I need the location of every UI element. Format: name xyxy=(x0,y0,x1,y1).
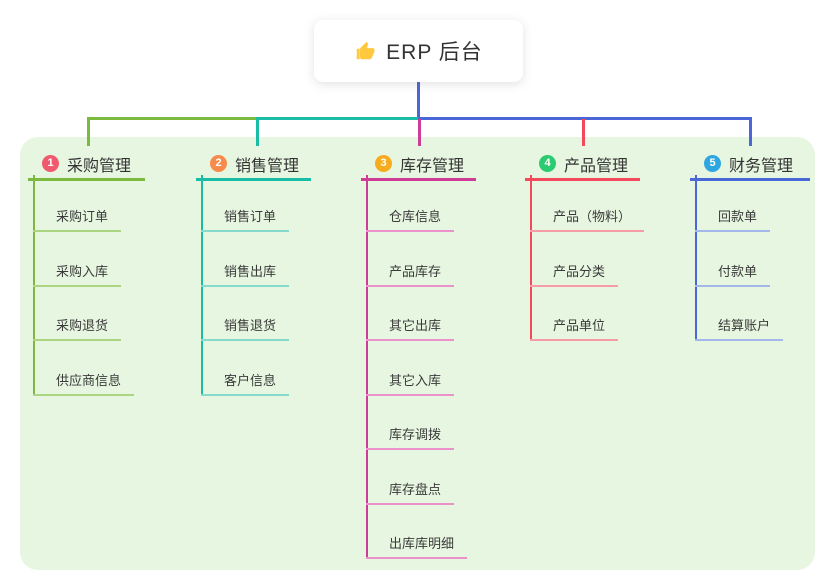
child-node-label: 回款单 xyxy=(718,209,758,225)
child-node-label: 出库库明细 xyxy=(389,536,455,552)
child-node-label: 其它入库 xyxy=(389,373,442,389)
branch-trunk-line-4 xyxy=(530,175,532,341)
child-node[interactable]: 供应商信息 xyxy=(33,362,135,396)
bus-segment-left xyxy=(87,117,256,120)
thumbs-up-icon xyxy=(356,41,375,60)
child-node[interactable]: 其它入库 xyxy=(366,362,455,396)
child-node[interactable]: 产品单位 xyxy=(530,307,619,341)
branch-number-badge: 1 xyxy=(42,155,59,172)
child-node[interactable]: 产品（物料） xyxy=(530,198,645,232)
branch-drop-line-5 xyxy=(749,119,752,146)
child-node-label: 销售订单 xyxy=(224,209,277,225)
branch-label: 财务管理 xyxy=(729,157,794,175)
root-node[interactable]: ERP 后台 xyxy=(314,20,523,82)
child-node-label: 销售出库 xyxy=(224,264,277,280)
child-node-label: 产品库存 xyxy=(389,264,442,280)
child-node-label: 库存盘点 xyxy=(389,482,442,498)
child-node[interactable]: 销售退货 xyxy=(201,307,290,341)
child-node-label: 仓库信息 xyxy=(389,209,442,225)
branch-header-1[interactable]: 1 采购管理 xyxy=(28,149,145,181)
child-node-label: 产品（物料） xyxy=(553,209,632,225)
child-node[interactable]: 库存盘点 xyxy=(366,471,455,505)
branch-drop-line-3 xyxy=(418,119,421,146)
child-node-label: 结算账户 xyxy=(718,318,771,334)
branch-number-badge: 5 xyxy=(704,155,721,172)
child-node-label: 库存调拨 xyxy=(389,427,442,443)
child-node-label: 供应商信息 xyxy=(56,373,122,389)
child-node[interactable]: 结算账户 xyxy=(695,307,784,341)
branch-trunk-line-3 xyxy=(366,175,368,559)
branch-drop-line-1 xyxy=(87,119,90,146)
child-node[interactable]: 产品分类 xyxy=(530,253,619,287)
child-node[interactable]: 客户信息 xyxy=(201,362,290,396)
branches-panel xyxy=(20,137,815,570)
child-node-label: 采购入库 xyxy=(56,264,109,280)
root-node-label: ERP 后台 xyxy=(386,41,483,64)
bus-segment-right xyxy=(418,117,752,120)
child-node[interactable]: 销售出库 xyxy=(201,253,290,287)
child-node[interactable]: 销售订单 xyxy=(201,198,290,232)
branch-label: 产品管理 xyxy=(564,157,629,175)
branch-header-3[interactable]: 3 库存管理 xyxy=(361,149,476,181)
branch-trunk-line-5 xyxy=(695,175,697,341)
child-node[interactable]: 采购订单 xyxy=(33,198,122,232)
child-node-label: 其它出库 xyxy=(389,318,442,334)
branch-label: 库存管理 xyxy=(400,157,465,175)
branch-drop-line-2 xyxy=(256,119,259,146)
child-node[interactable]: 产品库存 xyxy=(366,253,455,287)
child-node-label: 客户信息 xyxy=(224,373,277,389)
branch-label: 销售管理 xyxy=(235,157,300,175)
branch-header-5[interactable]: 5 财务管理 xyxy=(690,149,810,181)
branch-header-4[interactable]: 4 产品管理 xyxy=(525,149,640,181)
branch-number-badge: 3 xyxy=(375,155,392,172)
branch-number-badge: 2 xyxy=(210,155,227,172)
child-node-label: 产品单位 xyxy=(553,318,606,334)
branch-header-2[interactable]: 2 销售管理 xyxy=(196,149,311,181)
branch-drop-line-4 xyxy=(582,119,585,146)
child-node-label: 销售退货 xyxy=(224,318,277,334)
child-node-label: 采购退货 xyxy=(56,318,109,334)
child-node-label: 产品分类 xyxy=(553,264,606,280)
bus-segment-mid xyxy=(256,117,418,120)
child-node[interactable]: 出库库明细 xyxy=(366,525,468,559)
child-node[interactable]: 付款单 xyxy=(695,253,771,287)
root-connector-line xyxy=(417,81,420,120)
child-node[interactable]: 回款单 xyxy=(695,198,771,232)
branch-number-badge: 4 xyxy=(539,155,556,172)
child-node[interactable]: 其它出库 xyxy=(366,307,455,341)
child-node[interactable]: 仓库信息 xyxy=(366,198,455,232)
child-node[interactable]: 采购入库 xyxy=(33,253,122,287)
branch-label: 采购管理 xyxy=(67,157,132,175)
child-node-label: 付款单 xyxy=(718,264,758,280)
child-node[interactable]: 库存调拨 xyxy=(366,416,455,450)
child-node-label: 采购订单 xyxy=(56,209,109,225)
child-node[interactable]: 采购退货 xyxy=(33,307,122,341)
